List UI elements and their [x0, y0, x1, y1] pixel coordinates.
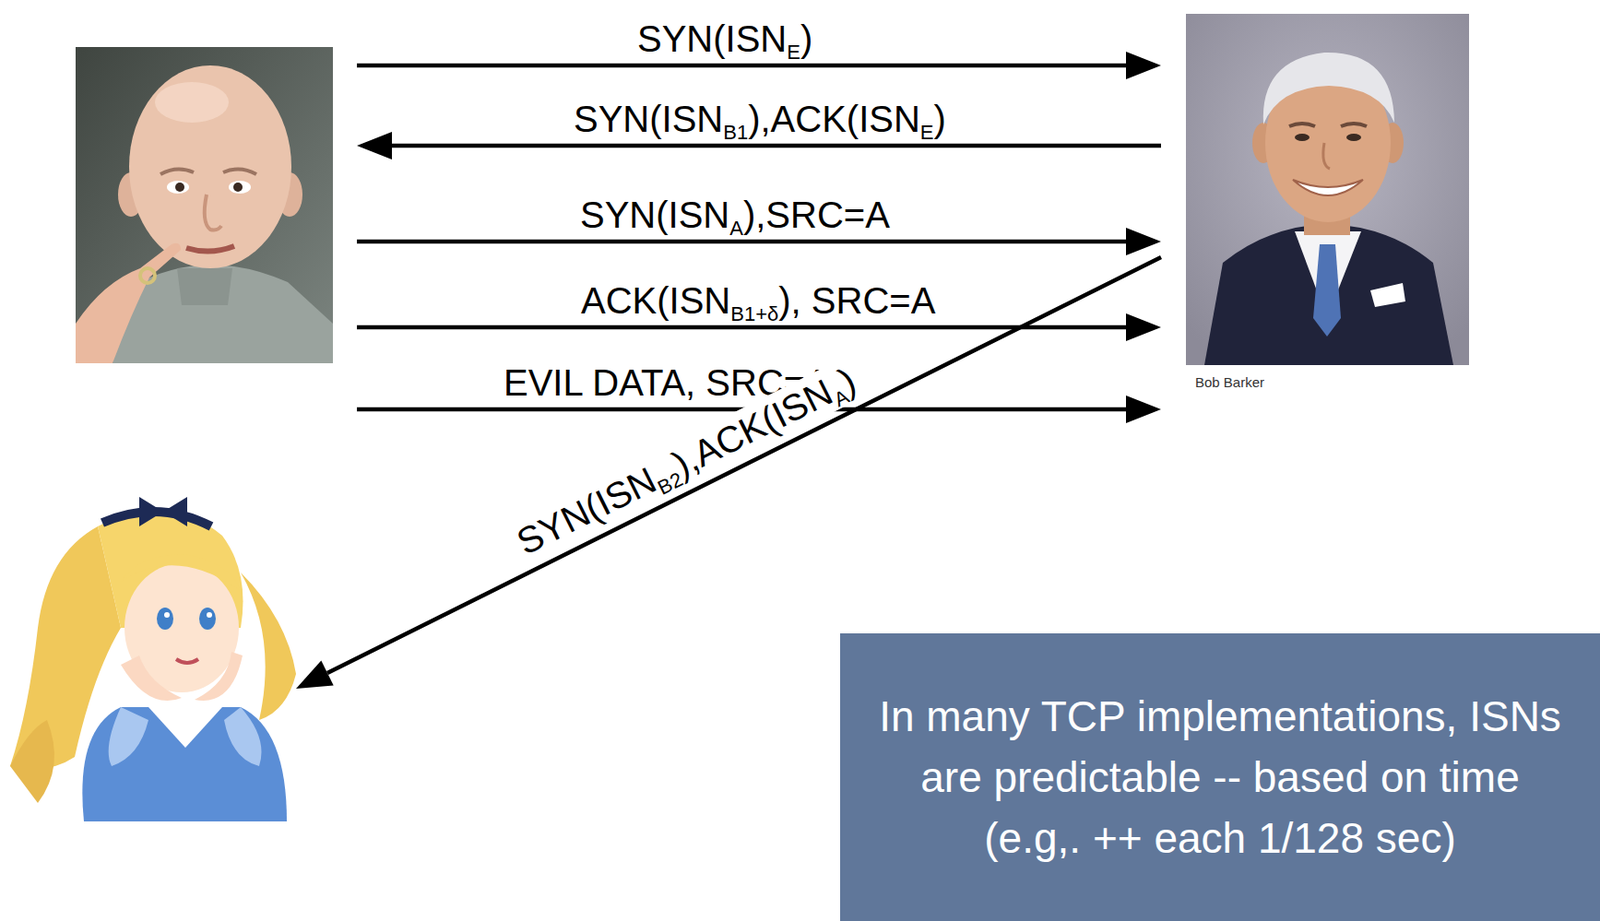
message-arrow	[327, 257, 1162, 674]
message-arrow	[391, 143, 1162, 149]
arrow-head	[1125, 227, 1162, 256]
message-label: SYN(ISNB1),ACK(ISNE)	[569, 96, 950, 142]
villain-photo	[75, 47, 333, 364]
message-label: EVIL DATA, SRC=A	[499, 360, 834, 405]
message-arrow	[356, 325, 1126, 331]
arrow-head	[356, 131, 392, 160]
subscript: E	[920, 120, 935, 144]
note-text: In many TCP implementations, ISNs are pr…	[877, 686, 1564, 869]
host-photo	[1185, 13, 1470, 366]
subscript: A	[729, 216, 744, 240]
message-label: SYN(ISNB2),ACK(ISNA)	[506, 356, 866, 567]
host-node: Bob Barker	[1185, 13, 1470, 366]
arrow-head	[1125, 51, 1162, 80]
alice-drawing	[10, 489, 337, 822]
message-label: ACK(ISNB1+δ), SRC=A	[577, 278, 939, 323]
subscript: B2	[653, 467, 687, 499]
alice-node	[10, 489, 337, 822]
message-label: SYN(ISNE)	[633, 16, 817, 61]
arrow-head	[296, 661, 334, 689]
arrow-head	[1125, 395, 1162, 424]
photo-caption: Bob Barker	[1195, 374, 1265, 391]
subscript: B1+δ	[730, 302, 779, 326]
subscript: E	[786, 40, 801, 64]
subscript: A	[829, 384, 853, 412]
message-arrow	[356, 63, 1126, 69]
message-label: SYN(ISNA),SRC=A	[576, 192, 894, 238]
villain-node	[75, 47, 333, 364]
arrow-head	[1125, 313, 1162, 342]
message-arrow	[356, 239, 1126, 245]
message-arrow	[356, 407, 1126, 413]
note-box: In many TCP implementations, ISNs are pr…	[840, 633, 1600, 921]
subscript: B1	[722, 120, 748, 144]
